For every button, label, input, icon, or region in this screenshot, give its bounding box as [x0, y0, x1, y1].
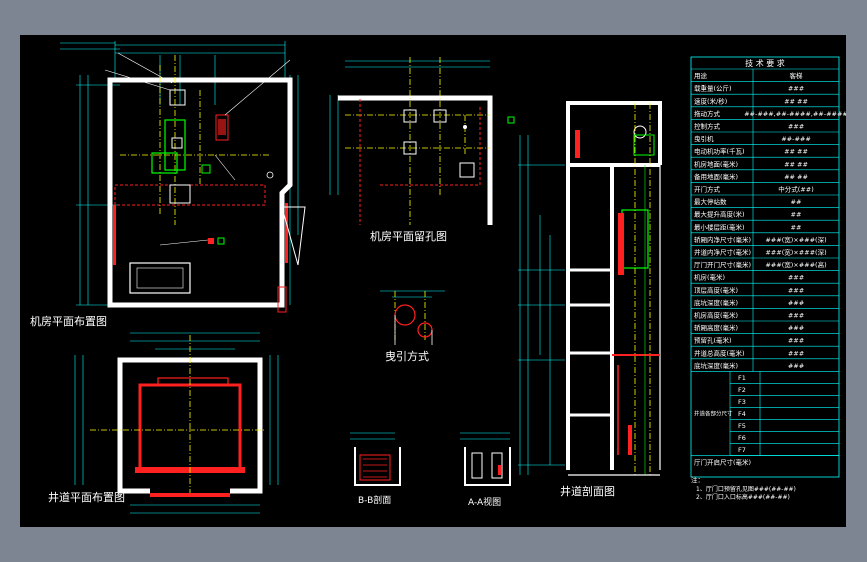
group-cell-label: F4 — [738, 410, 746, 418]
table-row-value: ###(宽)×###(深) — [765, 248, 826, 257]
shaft-plan — [74, 332, 279, 514]
notes-title: 注： — [691, 475, 704, 484]
note-2: 2、厅门口入口标高###(##-##) — [696, 493, 790, 501]
aa-view — [460, 432, 511, 486]
table-row-name: 备用地面(毫米) — [694, 172, 738, 181]
table-row-name: 机房高度(毫米) — [694, 311, 738, 320]
group-cell-label: F2 — [738, 386, 746, 394]
shaft-section — [507, 101, 662, 476]
table-row-value: ### — [788, 349, 804, 357]
table-row-value: ##-### — [781, 135, 811, 143]
shaft-section-title: 井道剖面图 — [560, 484, 615, 498]
table-row-value: ### — [788, 274, 804, 282]
table-row-value: ### — [788, 362, 804, 370]
group-cell-label: F5 — [738, 422, 746, 430]
table-row-name: 开门方式 — [694, 185, 721, 194]
table-row-value: ### — [788, 324, 804, 332]
table-row-name: 最大停站数 — [694, 197, 727, 206]
table-row-value: ### — [788, 337, 804, 345]
table-row-name: 电动机功率(千瓦) — [694, 147, 745, 156]
table-row-name: 井道内净尺寸(毫米) — [694, 248, 751, 257]
table-row-value: ### — [788, 299, 804, 307]
table-row-name: 底坑深度(毫米) — [694, 361, 738, 370]
table-title: 技 术 要 求 — [745, 58, 785, 68]
group-cell-label: F1 — [738, 374, 746, 382]
table-row-value: ## ## — [784, 97, 808, 105]
table-row-value: ### — [788, 123, 804, 131]
last-row-label: 厅门开启尺寸(毫米) — [694, 457, 751, 466]
table-row-value: ## ## — [784, 160, 808, 168]
table-row-name: 最小楼层距(毫米) — [694, 222, 745, 231]
table-row-name: 轿厢高度(毫米) — [694, 323, 738, 332]
aa-view-title: A-A视图 — [468, 496, 501, 508]
table-row-value: ## — [791, 211, 802, 219]
table-row-name: 最大提升高度(米) — [694, 210, 745, 219]
table-row-value: ## — [791, 223, 802, 231]
table-row-name: 拖动方式 — [694, 109, 721, 118]
table-row-name: 机房地面(毫米) — [694, 159, 738, 168]
shaft-plan-title: 井道平面布置图 — [48, 490, 125, 504]
table-row-name: 载重量(公斤) — [694, 84, 732, 93]
table-row-name: 井道总高度(毫米) — [694, 348, 745, 357]
table-row-value: ## ## — [784, 173, 808, 181]
group-cell-label: F6 — [738, 434, 746, 442]
table-row-value: ### — [788, 312, 804, 320]
note-1: 1、厅门口预留孔见图###(##-##) — [696, 485, 796, 493]
table-row-name: 顶层高度(毫米) — [694, 285, 738, 294]
group-cell-label: F7 — [738, 446, 746, 454]
group-cell-label: F3 — [738, 398, 746, 406]
table-row-name: 曳引机 — [694, 134, 714, 143]
table-row-name: 控制方式 — [694, 122, 721, 131]
table-row-value: ## ## — [784, 148, 808, 156]
bb-section — [350, 432, 401, 486]
traction-method-diagram — [380, 290, 445, 345]
table-row-value: ##-###,##-####,##-#### — [744, 110, 846, 118]
table-row-name: 预留孔(毫米) — [694, 336, 732, 345]
bb-section-title: B-B剖面 — [358, 494, 391, 506]
table-row-name: 厅门开门尺寸(毫米) — [694, 260, 751, 269]
table-row-name: 轿厢内净尺寸(毫米) — [694, 235, 751, 244]
table-row-name: 机房(毫米) — [694, 273, 725, 282]
cad-drawing-sheet: 用途 客梯载重量(公斤) ### 速度(米/秒) ## ## 拖动方式 ##-###,##-… — [20, 35, 846, 527]
table-row-name: 用途 — [694, 71, 708, 80]
table-row-value: 中分式(##) — [778, 185, 813, 194]
table-row-name: 速度(米/秒) — [694, 96, 727, 105]
table-row-value: 客梯 — [790, 71, 804, 80]
table-row-value: ###(宽)×###(深) — [765, 235, 826, 244]
group-label: 井道各部分尺寸 — [694, 409, 733, 417]
traction-method-title: 曳引方式 — [385, 349, 429, 363]
machine-room-holes-plan — [329, 57, 515, 225]
table-row-value: ## — [791, 198, 802, 206]
machine-room-holes-title: 机房平面留孔图 — [370, 229, 447, 243]
table-row-name: 底坑深度(毫米) — [694, 298, 738, 307]
table-row-value: ###(宽)×###(高) — [765, 260, 826, 269]
machine-room-plan — [60, 41, 306, 313]
machine-room-plan-title: 机房平面布置图 — [30, 314, 107, 328]
table-row-value: ### — [788, 85, 804, 93]
table-row-value: ### — [788, 286, 804, 294]
